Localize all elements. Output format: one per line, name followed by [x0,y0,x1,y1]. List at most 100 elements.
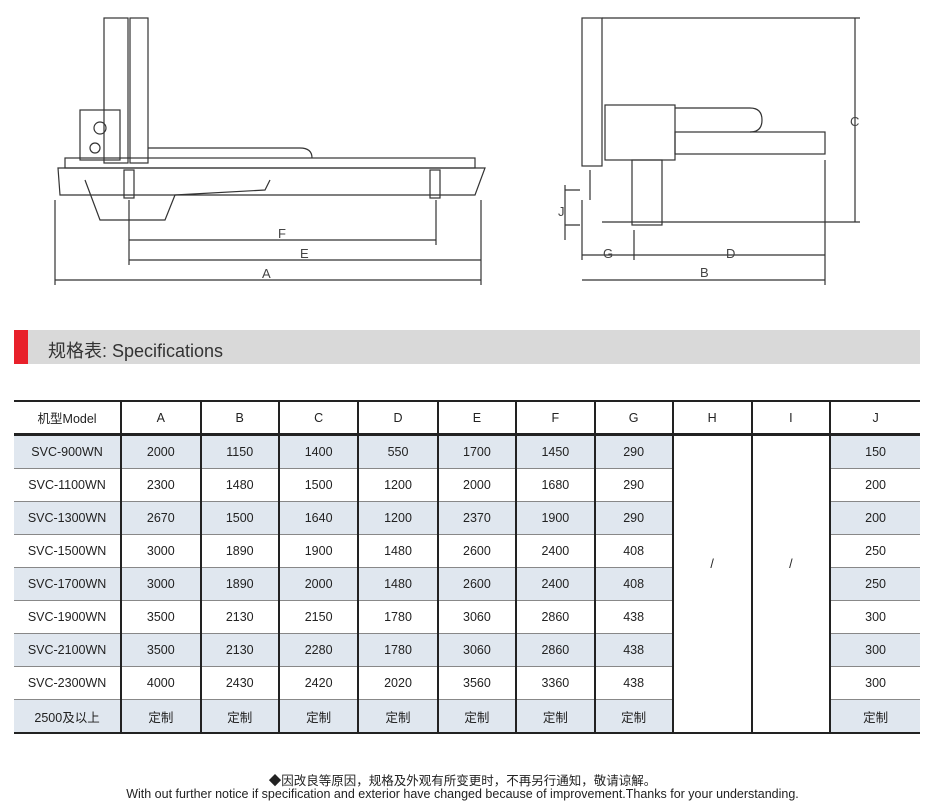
column-header: I [750,401,831,435]
value-cell: 2150 [277,600,359,634]
value-cell: 2860 [515,633,595,667]
value-cell: 1700 [436,434,517,469]
value-cell: 定制 [277,699,359,733]
value-cell: 438 [593,633,673,667]
column-header: B [199,401,279,435]
value-cell: 2860 [515,600,595,634]
value-cell: 3000 [120,534,201,568]
value-cell: 200 [829,501,920,535]
dim-label-e: E [300,246,309,261]
value-cell: 2000 [277,567,359,601]
column-header: F [515,401,595,435]
value-cell: 1640 [277,501,359,535]
model-cell: SVC-1100WN [28,478,106,492]
dim-label-f: F [278,226,286,241]
model-cell: 2500及以上 [14,699,122,733]
value-cell: 定制 [515,699,595,733]
column-header: J [829,401,920,435]
value-cell: 250 [829,567,920,601]
value-cell: 408 [593,534,673,568]
value-cell: 2280 [277,633,359,667]
note-english: With out further notice if specification… [126,787,799,801]
accent-bar [14,330,28,364]
model-cell: SVC-2100WN [14,633,122,667]
column-header: D [357,401,438,435]
value-cell: 3500 [120,600,201,634]
value-cell: 290 [593,468,673,502]
value-cell: 290 [593,434,673,469]
value-cell: 2400 [515,567,595,601]
value-cell: 2600 [436,534,517,568]
value-cell: 550 [357,434,438,469]
model-cell: SVC-1300WN [14,501,122,535]
value-cell: 438 [593,666,673,700]
value-cell: 定制 [436,699,517,733]
value-cell: 1500 [199,501,279,535]
dim-label-d: D [726,246,735,261]
section-title: 规格表: Specifications [48,341,224,361]
value-cell: 定制 [357,699,438,733]
value-cell: 3360 [515,666,595,700]
merged-cell-h: / [671,434,752,733]
value-cell: 3060 [436,600,517,634]
value-cell: 2000 [120,434,201,469]
model-cell: SVC-1900WN [27,610,107,624]
column-header: 机型Model [37,412,97,426]
value-cell: 2130 [199,600,279,634]
front-view-drawing: C J G D B [558,17,860,285]
value-cell: 3500 [120,633,201,667]
column-header: E [436,401,517,435]
value-cell: 1480 [357,567,438,601]
model-cell: SVC-1500WN [27,544,107,558]
value-cell: 1900 [277,534,359,568]
model-cell: SVC-900WN [14,434,122,469]
value-cell: 1450 [515,434,595,469]
value-cell: 1890 [199,567,279,601]
value-cell: 2300 [120,468,201,502]
value-cell: 1150 [199,434,279,469]
column-header: C [277,401,359,435]
value-cell: 1400 [277,434,359,469]
value-cell: 3560 [436,666,517,700]
value-cell: 3060 [436,633,517,667]
value-cell: 290 [593,501,673,535]
dim-label-c: C [850,114,859,129]
value-cell: 300 [829,633,920,667]
value-cell: 1500 [277,468,359,502]
dim-label-a: A [262,266,271,281]
value-cell: 1780 [357,600,438,634]
value-cell: 2370 [436,501,517,535]
value-cell: 1780 [357,633,438,667]
value-cell: 150 [829,434,920,469]
value-cell: 1680 [515,468,595,502]
value-cell: 250 [829,534,920,568]
value-cell: 1480 [199,468,279,502]
column-header: H [671,401,752,435]
value-cell: 2420 [277,666,359,700]
value-cell: 1900 [515,501,595,535]
value-cell: 3000 [120,567,201,601]
value-cell: 200 [829,468,920,502]
value-cell: 定制 [199,699,279,733]
value-cell: 1200 [357,468,438,502]
value-cell: 定制 [120,699,201,733]
value-cell: 300 [829,600,920,634]
value-cell: 定制 [593,699,673,733]
dim-label-g: G [603,246,613,261]
column-header: G [593,401,673,435]
dim-label-j: J [558,204,565,219]
value-cell: 4000 [120,666,201,700]
value-cell: 2670 [120,501,201,535]
value-cell: 2600 [436,567,517,601]
value-cell: 2130 [199,633,279,667]
value-cell: 定制 [829,699,920,733]
